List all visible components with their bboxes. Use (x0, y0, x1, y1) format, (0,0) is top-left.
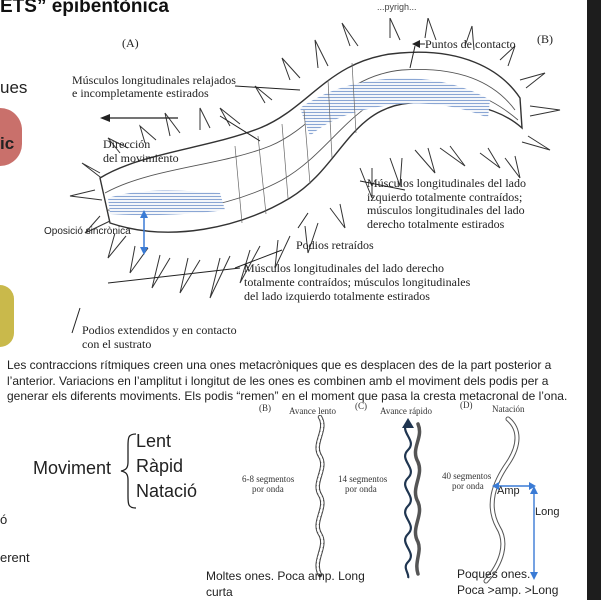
worm-diagram (69, 18, 561, 334)
right-dark-bar (587, 0, 601, 600)
label-izq-4: derecho totalmente estirados (367, 217, 505, 231)
label-seg-14-2: por onda (345, 484, 377, 494)
worm-slow (315, 415, 325, 578)
label-relajados-1: Músculos longitudinales relajados (72, 73, 236, 87)
cutoff-text-ic: ic (0, 134, 15, 153)
cutoff-text-erent: erent (0, 550, 30, 565)
label-panel-b-top: (B) (537, 32, 553, 46)
cutoff-red-shape (0, 108, 22, 166)
note-right-2: Poca >amp. >Long (457, 583, 559, 597)
copyright-text: ...pyrigh... (377, 2, 417, 12)
label-direccion-1: Dirección (103, 137, 151, 151)
cutoff-text-ques: ues (0, 78, 28, 97)
cutoff-text-o: ó (0, 512, 8, 527)
label-amp: Amp (497, 485, 520, 497)
note-left-1: Moltes ones. Poca amp. Long (206, 569, 365, 583)
label-der-2: totalmente contraídos; músculos longitud… (244, 275, 471, 289)
label-puntos-contacto: Puntos de contacto (425, 37, 516, 51)
moviment-item-lent: Lent (136, 431, 172, 451)
direction-arrow (100, 114, 178, 122)
label-direccion-2: del movimiento (103, 151, 179, 165)
label-izq-1: Músculos longitudinales del lado (367, 176, 526, 190)
note-right-1: Poques ones. (457, 567, 531, 581)
label-panel-a: (A) (122, 36, 139, 50)
muscle-region-right (300, 78, 490, 136)
label-relajados-2: e incompletamente estirados (72, 86, 209, 100)
moviment-item-rapid: Ràpid (136, 456, 184, 476)
label-b: (B) (259, 403, 271, 413)
label-seg-6-8-2: por onda (252, 484, 284, 494)
label-izq-3: músculos longitudinales del lado (367, 203, 525, 217)
moviment-item-natacio: Natació (136, 481, 198, 501)
label-seg-40-2: por onda (452, 481, 484, 491)
label-avance-rapido: Avance rápido (380, 406, 433, 416)
amp-long-arrows (492, 482, 538, 580)
label-izq-2: izquierdo totalmente contraídos; (367, 190, 523, 204)
right-margin (577, 0, 587, 600)
label-podios-ext-1: Podios extendidos y en contacto (82, 323, 237, 337)
label-seg-40-1: 40 segmentos (442, 471, 492, 481)
moviment-label: Moviment (33, 458, 112, 478)
page-title: ETS” epibentònica (0, 0, 169, 17)
label-oposicio: Oposició sincrònica (44, 226, 131, 237)
label-der-3: del lado izquierdo totalmente estirados (244, 289, 430, 303)
note-left-2: curta (206, 585, 233, 599)
label-natacion: Natación (492, 404, 525, 414)
caption-text: Les contraccions rítmiques creen una one… (7, 358, 568, 403)
oposicio-arrow (140, 210, 148, 255)
label-seg-6-8-1: 6-8 segmentos (242, 474, 295, 484)
worm-swim (483, 416, 520, 584)
label-der-1: Músculos longitudinales del lado derecho (244, 261, 444, 275)
podia-spines (69, 18, 561, 299)
label-avance-lento: Avance lento (289, 406, 337, 416)
brace-icon (120, 433, 137, 509)
label-long: Long (535, 506, 560, 518)
muscle-region-left (108, 190, 225, 216)
label-seg-14-1: 14 segmentos (338, 474, 388, 484)
label-c: (C) (355, 401, 367, 411)
worm-fast (402, 418, 422, 579)
label-d: (D) (460, 400, 473, 410)
label-podios-ext-2: con el sustrato (82, 337, 152, 351)
cutoff-yellow-shape (0, 285, 14, 347)
arrow-relajados (234, 85, 301, 91)
arrow-puntos (409, 45, 416, 69)
label-podios-retraidos: Podios retraídos (296, 238, 374, 252)
